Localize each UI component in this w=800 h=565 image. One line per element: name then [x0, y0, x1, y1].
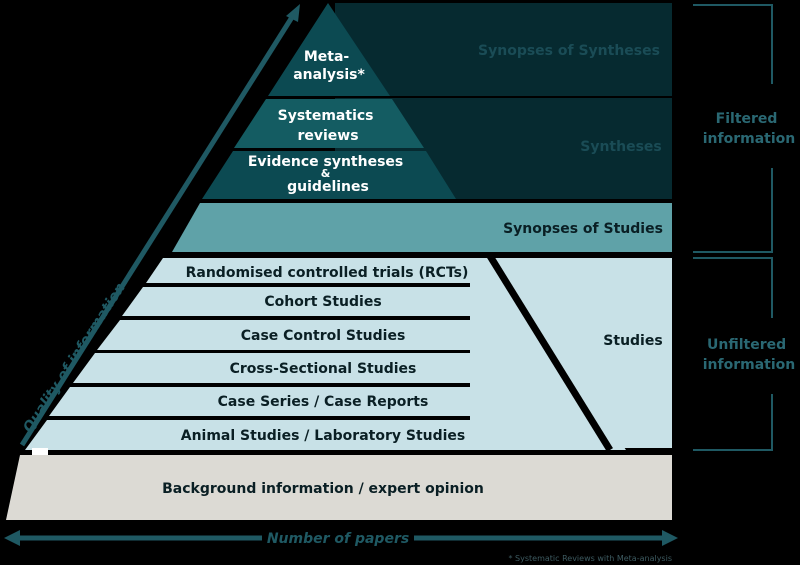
unfiltered-bracket-bottom: [693, 394, 773, 451]
cohort-level: [122, 287, 532, 316]
meta-analysis-level: [268, 3, 390, 96]
synopses-of-syntheses-label: Synopses of Syntheses: [478, 43, 660, 59]
unfiltered-information-label: Unfiltered information: [703, 337, 796, 373]
papers-axis-right-arrowhead: [662, 530, 678, 546]
cross-sectional-label: Cross-Sectional Studies: [230, 361, 417, 377]
synopses-of-studies-label: Synopses of Studies: [503, 221, 663, 237]
case-control-label: Case Control Studies: [241, 328, 406, 344]
footnote: * Systematic Reviews with Meta-analysis: [509, 554, 673, 563]
syntheses-label: Syntheses: [580, 139, 662, 155]
animal-studies-label: Animal Studies / Laboratory Studies: [181, 428, 466, 444]
evidence-syntheses-level: [202, 151, 456, 199]
papers-axis-label: Number of papers: [267, 531, 409, 547]
case-control-level: [97, 320, 556, 350]
base-marker: [32, 448, 48, 455]
filtered-information-label: Filtered information: [703, 111, 796, 147]
meta-analysis-label: Meta- analysis*: [293, 49, 365, 83]
studies-label: Studies: [603, 333, 662, 349]
synopses-of-syntheses-panel: [335, 3, 672, 96]
quality-axis-arrowhead: [286, 4, 300, 22]
systematic-reviews-label: Systematics reviews: [278, 108, 379, 144]
filtered-bracket-bottom: [693, 168, 773, 253]
rct-level: [146, 258, 508, 283]
systematic-reviews-level: [234, 99, 424, 148]
case-series-label: Case Series / Case Reports: [218, 394, 429, 410]
background-label: Background information / expert opinion: [162, 481, 484, 497]
unfiltered-bracket-top: [693, 257, 773, 318]
case-series-level: [49, 387, 604, 416]
filtered-bracket-top: [693, 4, 773, 84]
studies-pyramid-edge: [487, 254, 613, 452]
papers-axis-left-arrowhead: [4, 530, 20, 546]
background-level: [6, 455, 672, 520]
papers-axis-label-bg: [262, 528, 414, 548]
rct-label: Randomised controlled trials (RCTs): [186, 265, 469, 281]
synopses-of-studies-band: [172, 203, 672, 252]
cross-sectional-level: [73, 353, 580, 383]
cohort-label: Cohort Studies: [264, 294, 381, 310]
evidence-syntheses-label: Evidence syntheses & guidelines: [248, 154, 408, 195]
animal-studies-level: [25, 420, 626, 450]
quality-axis-line: [19, 12, 297, 447]
